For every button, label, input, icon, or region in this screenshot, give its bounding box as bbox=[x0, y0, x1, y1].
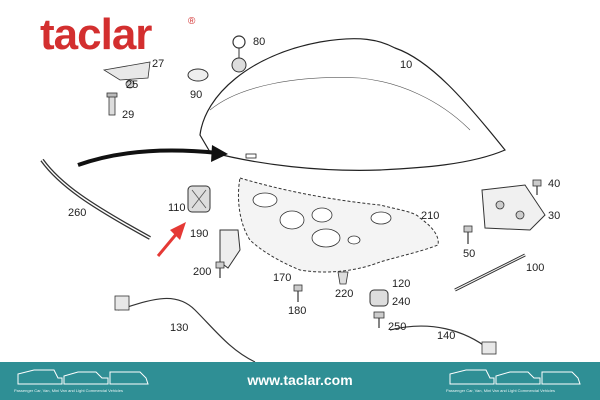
panel-hole bbox=[311, 207, 333, 223]
label-part-50: 50 bbox=[463, 248, 475, 260]
bolt-part-250 bbox=[373, 311, 385, 328]
label-part-40: 40 bbox=[548, 178, 560, 190]
label-part-200: 200 bbox=[193, 266, 211, 278]
bumper-part-240 bbox=[369, 289, 389, 307]
label-part-27: 27 bbox=[152, 58, 164, 70]
bolt-part-200 bbox=[215, 261, 225, 278]
left-caption: Passenger Car, Van, Mini Van and Light C… bbox=[14, 388, 124, 393]
brand-logo: taclar bbox=[40, 10, 152, 59]
label-part-240: 240 bbox=[392, 296, 410, 308]
red-arrow-line bbox=[156, 231, 180, 257]
right-vehicles-icon: Passenger Car, Van, Mini Van and Light C… bbox=[446, 366, 586, 396]
label-part-180: 180 bbox=[288, 305, 306, 317]
bracket-part-190 bbox=[219, 229, 241, 269]
label-part-10: 10 bbox=[400, 59, 412, 71]
label-part-190: 190 bbox=[190, 228, 208, 240]
latch-assembly-part-27 bbox=[102, 61, 151, 89]
hinge-part-30 bbox=[481, 184, 546, 231]
footer-url-link[interactable]: www.taclar.com bbox=[247, 372, 353, 388]
label-part-100: 100 bbox=[526, 262, 544, 274]
hood-part-10 bbox=[199, 38, 506, 171]
hood-inner-edge bbox=[209, 77, 471, 131]
label-part-25: 25 bbox=[126, 79, 138, 91]
label-part-110: 110 bbox=[168, 202, 186, 214]
panel-hole bbox=[347, 235, 361, 245]
label-part-220: 220 bbox=[335, 288, 353, 300]
seal-strip-part-260 bbox=[40, 158, 151, 240]
bolt-part-180 bbox=[293, 284, 303, 302]
gas-strut-part-100 bbox=[454, 253, 526, 292]
black-arrow bbox=[77, 148, 219, 167]
bolt-part-50 bbox=[463, 225, 473, 244]
label-part-170: 170 bbox=[273, 272, 291, 284]
buffer-part-110 bbox=[187, 185, 211, 213]
label-part-29: 29 bbox=[122, 109, 134, 121]
cable-part-140 bbox=[389, 325, 497, 355]
left-vehicles-icon: Passenger Car, Van, Mini Van and Light C… bbox=[14, 366, 154, 396]
emblem-part-80 bbox=[231, 35, 247, 73]
seal-strip-inner bbox=[41, 159, 151, 239]
bolt-part-29 bbox=[106, 92, 118, 116]
label-part-260: 260 bbox=[68, 207, 86, 219]
label-part-90: 90 bbox=[190, 89, 202, 101]
right-caption: Passenger Car, Van, Mini Van and Light C… bbox=[446, 388, 556, 393]
label-part-130: 130 bbox=[170, 322, 188, 334]
insulation-panel-part-210 bbox=[237, 177, 439, 273]
bolt-part-40 bbox=[532, 179, 542, 195]
clip-part-220 bbox=[337, 271, 349, 285]
registered-mark: ® bbox=[188, 16, 196, 27]
cable-part-130 bbox=[114, 295, 256, 363]
label-part-30: 30 bbox=[548, 210, 560, 222]
label-part-80: 80 bbox=[253, 36, 265, 48]
panel-hole bbox=[370, 211, 392, 225]
label-part-210: 210 bbox=[421, 210, 439, 222]
badge-part-90 bbox=[187, 68, 209, 82]
panel-hole bbox=[252, 192, 278, 208]
label-part-120: 120 bbox=[392, 278, 410, 290]
label-part-250: 250 bbox=[388, 321, 406, 333]
footer-bar: Passenger Car, Van, Mini Van and Light C… bbox=[0, 362, 600, 400]
panel-hole bbox=[279, 210, 305, 230]
panel-hole bbox=[311, 228, 341, 248]
red-arrow-head bbox=[170, 222, 186, 240]
black-arrow-head bbox=[211, 145, 228, 162]
label-part-140: 140 bbox=[437, 330, 455, 342]
hood-slot bbox=[245, 153, 257, 159]
